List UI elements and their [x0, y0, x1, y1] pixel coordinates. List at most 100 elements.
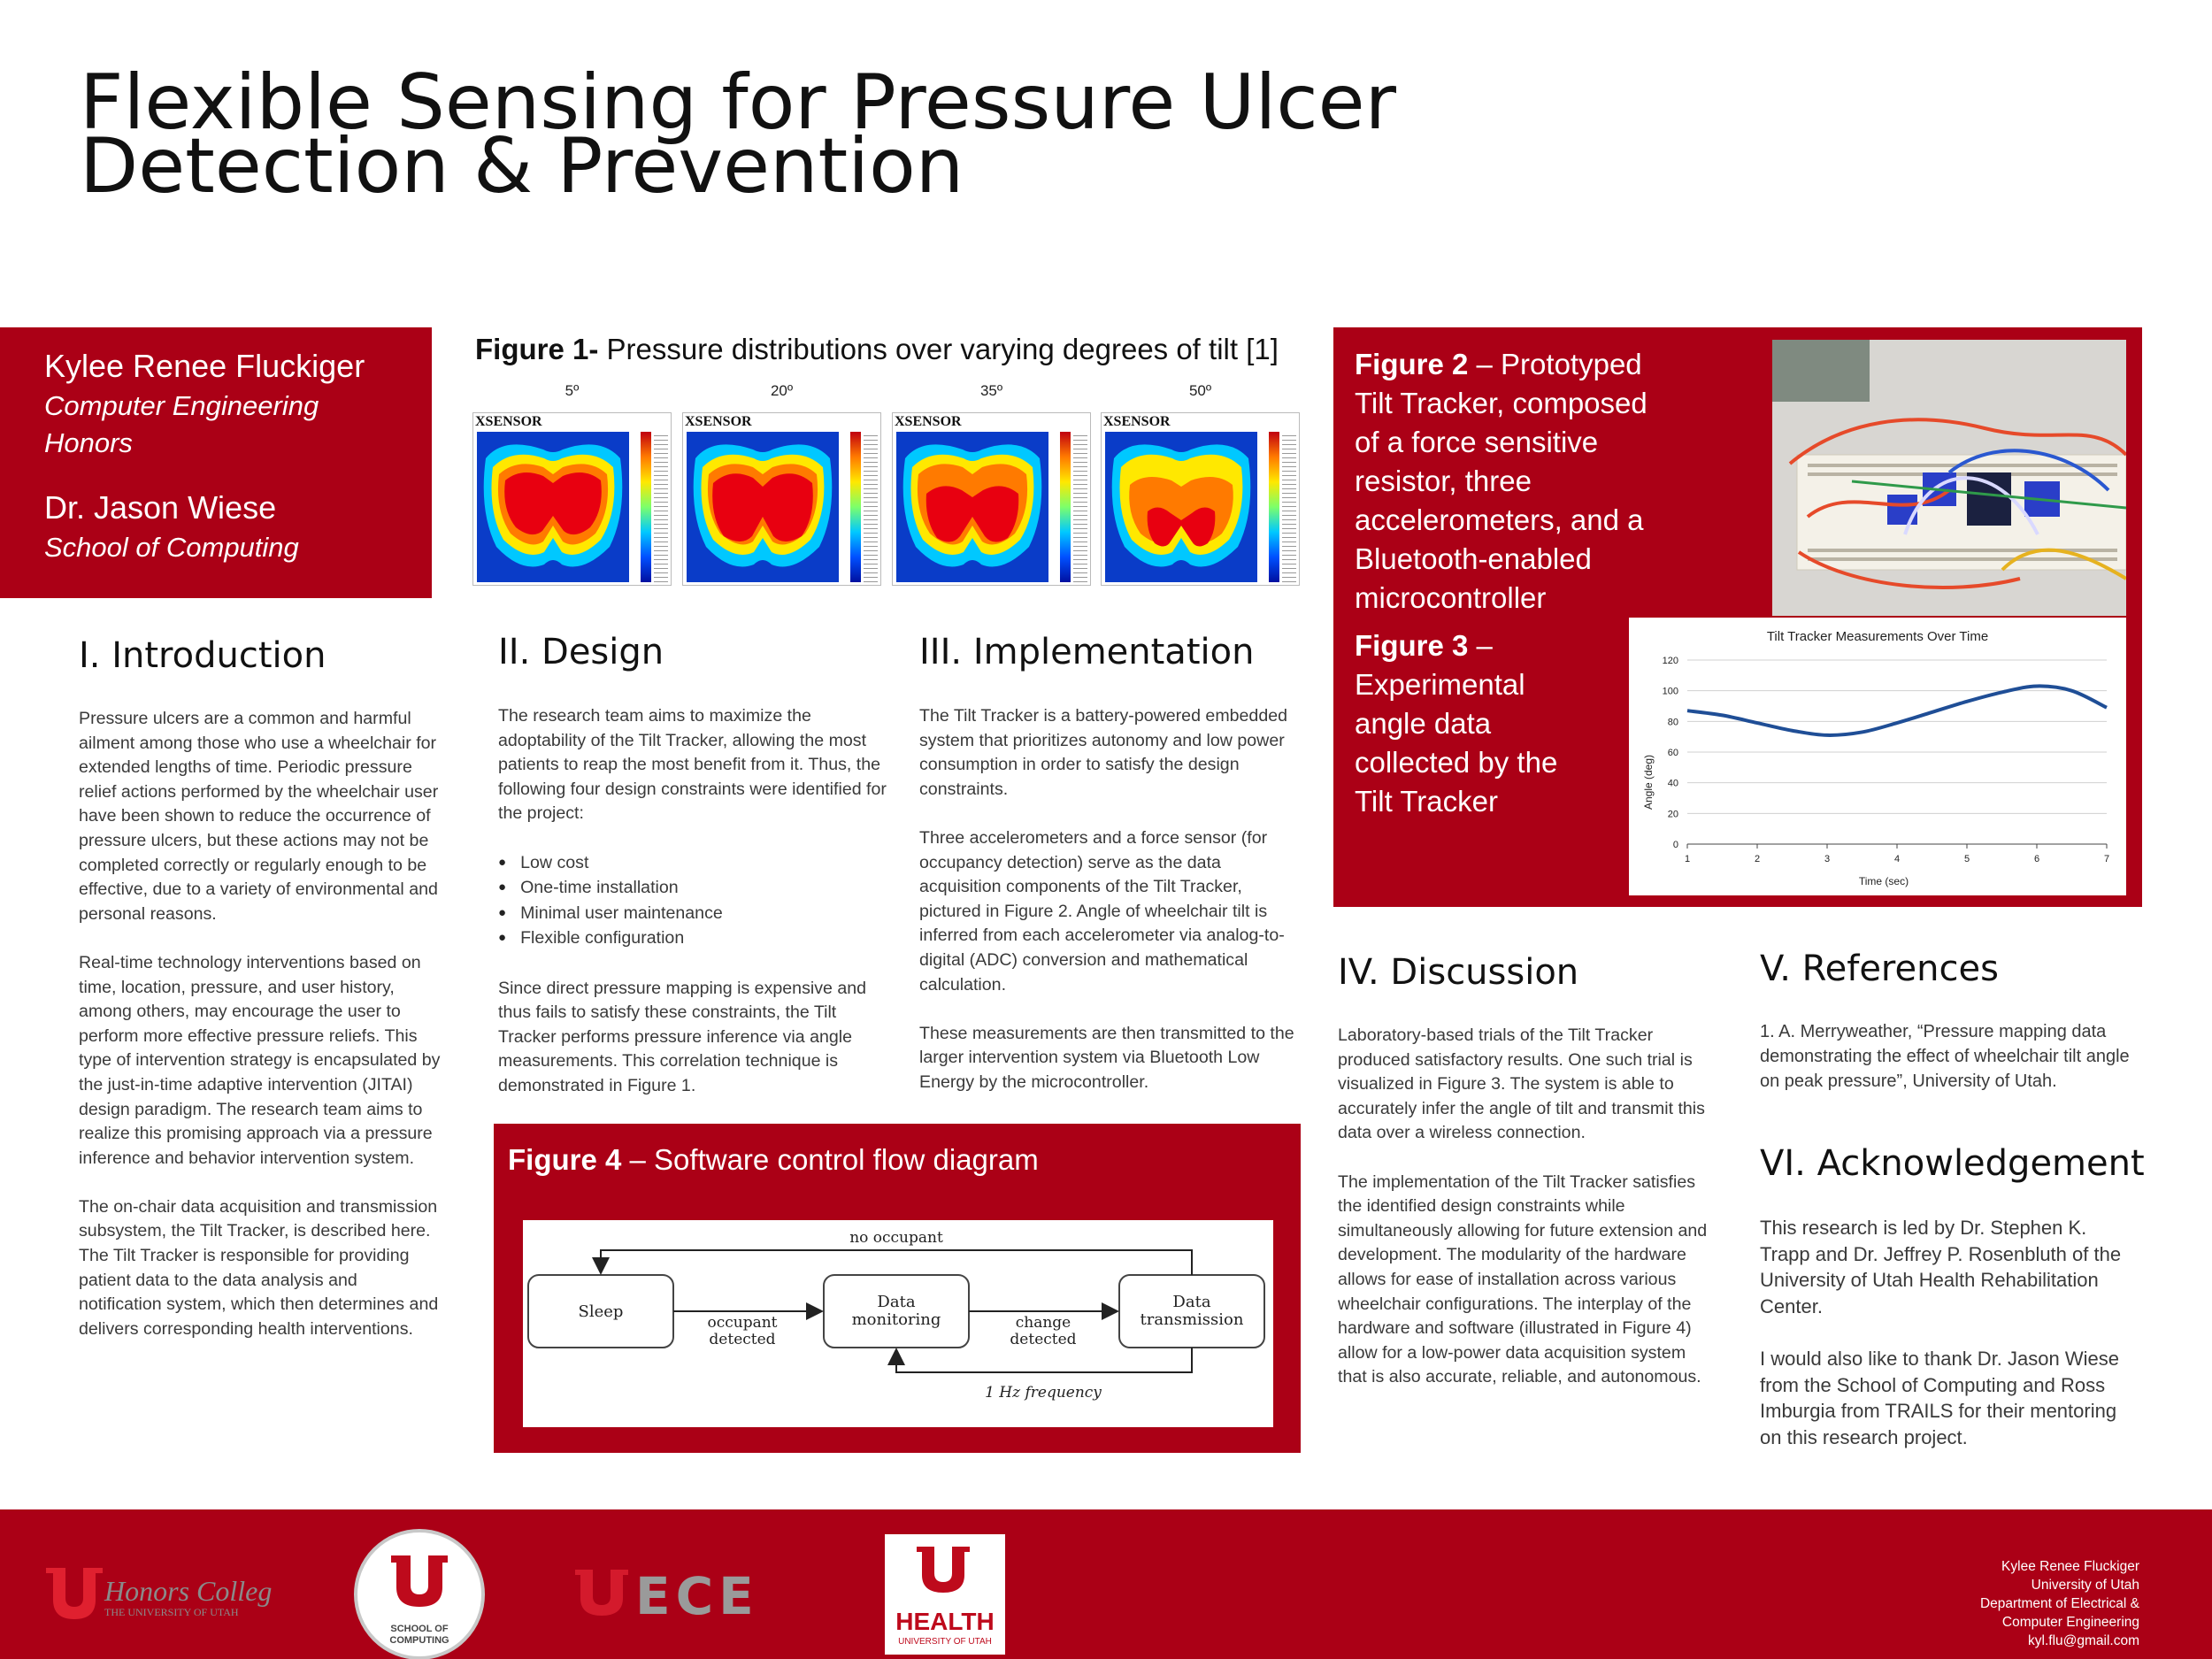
edge-label: detected: [1010, 1331, 1076, 1348]
acknowledgement-paragraph: I would also like to thank Dr. Jason Wie…: [1760, 1347, 2119, 1448]
reference-item: 1. A. Merryweather, “Pressure mapping da…: [1760, 1022, 2130, 1091]
y-tick-label: 100: [1663, 687, 1678, 697]
contact-info: Kylee Renee Fluckiger University of Utah…: [1980, 1557, 2139, 1650]
edge-no-occupant: [592, 1249, 1193, 1275]
references-heading: V. References: [1760, 949, 1999, 989]
pressure-map-panel: 5º XSENSOR: [472, 382, 672, 588]
list-item: One-time installation: [498, 876, 887, 902]
y-tick-label: 80: [1668, 717, 1678, 727]
health-logo-subtext: UNIVERSITY OF UTAH: [898, 1637, 992, 1647]
implementation-heading: III. Implementation: [919, 632, 1255, 672]
control-flow-diagram: Sleep Data monitoring Data transmission …: [523, 1220, 1273, 1427]
discussion-heading: IV. Discussion: [1338, 952, 1579, 993]
figure-4-caption-text: – Software control flow diagram: [621, 1143, 1039, 1176]
implementation-body: The Tilt Tracker is a battery-powered em…: [919, 704, 1300, 1119]
edge-label: 1 Hz frequency: [985, 1384, 1102, 1402]
contact-email[interactable]: kyl.flu@gmail.com: [2028, 1633, 2139, 1648]
figure-2-3-panel: Figure 2 – Prototyped Tilt Tracker, comp…: [1333, 327, 2142, 907]
edge-label: detected: [709, 1331, 775, 1348]
intro-paragraph: The on-chair data acquisition and transm…: [79, 1196, 439, 1339]
list-item: Minimal user maintenance: [498, 902, 887, 927]
edge-label: occupant: [707, 1314, 777, 1332]
poster-title: Flexible Sensing for Pressure Ulcer Dete…: [80, 58, 1407, 211]
honors-logo-subtext: THE UNIVERSITY OF UTAH: [104, 1606, 239, 1618]
xsensor-logo: XSENSOR: [475, 414, 542, 429]
breadboard-prototype-image: [1772, 340, 2126, 616]
chart-title: Tilt Tracker Measurements Over Time: [1767, 629, 1988, 644]
x-tick-label: 5: [1964, 854, 1970, 864]
intro-body: Pressure ulcers are a common and harmful…: [79, 707, 442, 1366]
pressure-heatmap: [896, 432, 1048, 582]
xsensor-logo: XSENSOR: [895, 414, 962, 429]
panel-degree-label: 20º: [770, 382, 794, 399]
figure-1-label: Figure 1-: [475, 333, 599, 365]
footer-bar: Honors College THE UNIVERSITY OF UTAH SC…: [0, 1509, 2212, 1659]
acknowledgement-paragraph: This research is led by Dr. Stephen K. T…: [1760, 1217, 2122, 1317]
xsensor-logo: XSENSOR: [1103, 414, 1171, 429]
implementation-paragraph: Three accelerometers and a force sensor …: [919, 827, 1285, 995]
soc-logo-text: SCHOOL OF: [390, 1624, 448, 1634]
sleep-node-label: Sleep: [579, 1302, 624, 1321]
list-item: Low cost: [498, 851, 887, 877]
design-constraints-list: Low cost One-time installation Minimal u…: [498, 851, 887, 952]
intro-paragraph: Real-time technology interventions based…: [79, 952, 441, 1168]
figure-3-label: Figure 3: [1355, 629, 1469, 662]
author-2-affiliation: School of Computing: [44, 532, 299, 563]
tilt-tracker-photo: [1772, 340, 2126, 616]
figure-4-panel: Figure 4 – Software control flow diagram…: [494, 1124, 1301, 1453]
design-paragraph: The research team aims to maximize the a…: [498, 706, 887, 824]
pressure-heatmap: [477, 432, 629, 582]
acknowledgement-heading: VI. Acknowledgement: [1760, 1143, 2145, 1184]
intro-heading: I. Introduction: [79, 635, 326, 676]
y-tick-label: 60: [1668, 748, 1678, 758]
honors-college-logo: Honors College THE UNIVERSITY OF UTAH: [46, 1568, 273, 1619]
figure-3-caption-text: – Experimental angle data collected by t…: [1355, 629, 1558, 818]
design-paragraph: Since direct pressure mapping is expensi…: [498, 978, 867, 1095]
panel-degree-label: 50º: [1188, 382, 1212, 399]
contact-line: University of Utah: [2031, 1578, 2139, 1593]
y-tick-label: 0: [1673, 840, 1678, 850]
x-tick-label: 1: [1685, 854, 1690, 864]
edge-1hz-loop: [887, 1348, 1193, 1373]
figure-4-label: Figure 4: [508, 1143, 622, 1176]
contact-line: Computer Engineering: [2001, 1615, 2139, 1630]
monitoring-node-label: monitoring: [852, 1310, 941, 1329]
honors-logo-text: Honors College: [104, 1575, 273, 1607]
edge-label: no occupant: [849, 1229, 943, 1247]
edge-label: change: [1016, 1314, 1071, 1332]
x-tick-label: 3: [1824, 854, 1830, 864]
university-health-logo: HEALTH UNIVERSITY OF UTAH: [885, 1534, 1005, 1655]
title-line-1: Flexible Sensing for Pressure Ulcer: [80, 58, 1396, 147]
school-of-computing-logo: SCHOOL OF COMPUTING: [354, 1529, 485, 1659]
x-tick-label: 6: [2034, 854, 2039, 864]
design-body: The research team aims to maximize the a…: [498, 704, 887, 1123]
pressure-heatmap: [687, 432, 839, 582]
x-tick-label: 7: [2104, 854, 2109, 864]
implementation-paragraph: The Tilt Tracker is a battery-powered em…: [919, 706, 1288, 799]
health-logo-text: HEALTH: [895, 1608, 994, 1635]
xsensor-logo: XSENSOR: [685, 414, 752, 429]
transmission-node-label: Data: [1172, 1293, 1210, 1311]
title-line-2: Detection & Prevention: [80, 122, 964, 211]
discussion-paragraph: The implementation of the Tilt Tracker s…: [1338, 1171, 1708, 1387]
chart-y-axis-label: Angle (deg): [1642, 755, 1655, 810]
pressure-map-panel: 35º XSENSOR: [892, 382, 1091, 588]
figure-1-caption-text: Pressure distributions over varying degr…: [598, 333, 1279, 365]
ece-logo-text: ECE: [635, 1566, 759, 1626]
tilt-line-chart: Tilt Tracker Measurements Over Time 0204…: [1642, 629, 2109, 887]
author-1-affiliation-2: Honors: [44, 427, 133, 458]
figure-2-caption-text: – Prototyped Tilt Tracker, composed of a…: [1355, 348, 1647, 614]
design-heading: II. Design: [498, 632, 664, 672]
figure-2-label: Figure 2: [1355, 348, 1469, 380]
pressure-map-panel: 20º XSENSOR: [682, 382, 881, 588]
author-1-affiliation-1: Computer Engineering: [44, 390, 319, 421]
figure-1-caption: Figure 1- Pressure distributions over va…: [475, 333, 1279, 366]
contact-line: Department of Electrical &: [1979, 1596, 2139, 1611]
x-tick-label: 2: [1755, 854, 1760, 864]
acknowledgement-body: This research is led by Dr. Stephen K. T…: [1760, 1215, 2140, 1475]
pressure-map-panel: 50º XSENSOR: [1101, 382, 1300, 588]
panel-degree-label: 5º: [565, 382, 580, 399]
y-tick-label: 20: [1668, 809, 1678, 819]
